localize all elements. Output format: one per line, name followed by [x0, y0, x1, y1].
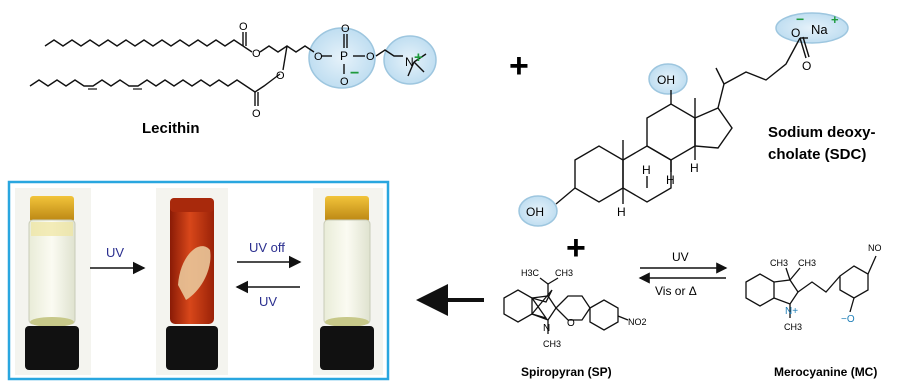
- phosphate-highlight: [308, 27, 376, 89]
- vial-after-uv-off: [313, 188, 383, 375]
- hydroxyl-highlight-bottom: [518, 195, 558, 227]
- carboxylate-highlight: [775, 12, 849, 44]
- sdc-name-line1: Sodium deoxy-: [768, 124, 876, 141]
- sdc-structure: [518, 12, 849, 227]
- stereo-h-2: H: [666, 173, 675, 187]
- mc-o-minus: −O: [841, 314, 855, 325]
- plus-sign-middle: +: [566, 229, 586, 267]
- upper-acyl-chain: [44, 39, 244, 47]
- nitrogen-label: N: [405, 55, 414, 69]
- sp-n: N: [543, 323, 550, 334]
- lower-acyl-chain: [29, 73, 281, 93]
- vial-under-uv: [156, 188, 228, 375]
- ring-c: [646, 103, 696, 161]
- phosphorus-label: P: [340, 49, 348, 63]
- ring-d: [694, 107, 733, 149]
- sp-nitro: NO2: [628, 317, 647, 327]
- mc-name: Merocyanine (MC): [774, 365, 877, 379]
- sp-ch3-top: CH3: [555, 268, 573, 278]
- lecithin-phosphate-oxygen-3: O: [366, 51, 375, 63]
- lecithin-phosphate-oxygen-2: O: [341, 23, 350, 35]
- panel-label-uv-off: UV off: [249, 240, 285, 255]
- sp-name: Spiropyran (SP): [521, 365, 612, 379]
- hydroxyl-top: OH: [657, 73, 675, 87]
- panel-label-uv: UV: [106, 245, 124, 260]
- sdc-carboxylate-oxygen: O: [791, 26, 800, 40]
- panel-label-uv-reverse: UV: [259, 294, 277, 309]
- sp-ch3-bottom: CH3: [543, 339, 561, 349]
- lecithin-phosphate-oxygen-1: O: [314, 51, 323, 63]
- phosphate-negative-charge: −: [350, 65, 359, 82]
- stereo-h-4: H: [617, 205, 626, 219]
- lecithin-name: Lecithin: [142, 120, 200, 137]
- sp-h3c: H3C: [521, 268, 540, 278]
- equilibrium-forward-label: UV: [672, 250, 689, 264]
- ring-a: [574, 145, 624, 203]
- stereo-h-1: H: [642, 163, 651, 177]
- sdc-name-line2: cholate (SDC): [768, 146, 866, 163]
- mc-ch3-right: CH3: [798, 258, 816, 268]
- carboxylate-negative-charge: −: [796, 11, 804, 27]
- mc-nitro: NO: [868, 243, 882, 253]
- lecithin-ester-oxygen-1: O: [252, 48, 261, 60]
- side-chain: [717, 37, 801, 109]
- mc-ch3-left: CH3: [770, 258, 788, 268]
- merocyanine-structure: [745, 255, 877, 318]
- mc-n-plus: N+: [785, 306, 798, 317]
- hydroxyl-highlight-top: [648, 63, 688, 95]
- choline-positive-charge: +: [414, 49, 423, 66]
- equilibrium-reverse-label: Vis or Δ: [655, 284, 697, 298]
- mc-ch3-bottom: CH3: [784, 322, 802, 332]
- stereo-h-3: H: [690, 161, 699, 175]
- lecithin-phosphate-oxygen-4: O: [340, 76, 349, 88]
- sdc-carbonyl-oxygen: O: [802, 59, 811, 73]
- lecithin-carbonyl-oxygen-2: O: [252, 108, 261, 120]
- vial-before-uv: [15, 188, 91, 375]
- lecithin-carbonyl-oxygen-1: O: [239, 21, 248, 33]
- plus-sign-top: +: [509, 47, 529, 85]
- sodium-positive-charge: +: [831, 12, 839, 27]
- sodium-label: Na: [811, 22, 828, 37]
- lecithin-structure: [29, 27, 437, 106]
- spiropyran-structure: [503, 277, 629, 334]
- hydroxyl-bottom: OH: [526, 205, 544, 219]
- choline-highlight: [383, 35, 437, 85]
- sp-o: O: [567, 318, 575, 329]
- lecithin-ester-oxygen-2: O: [276, 70, 285, 82]
